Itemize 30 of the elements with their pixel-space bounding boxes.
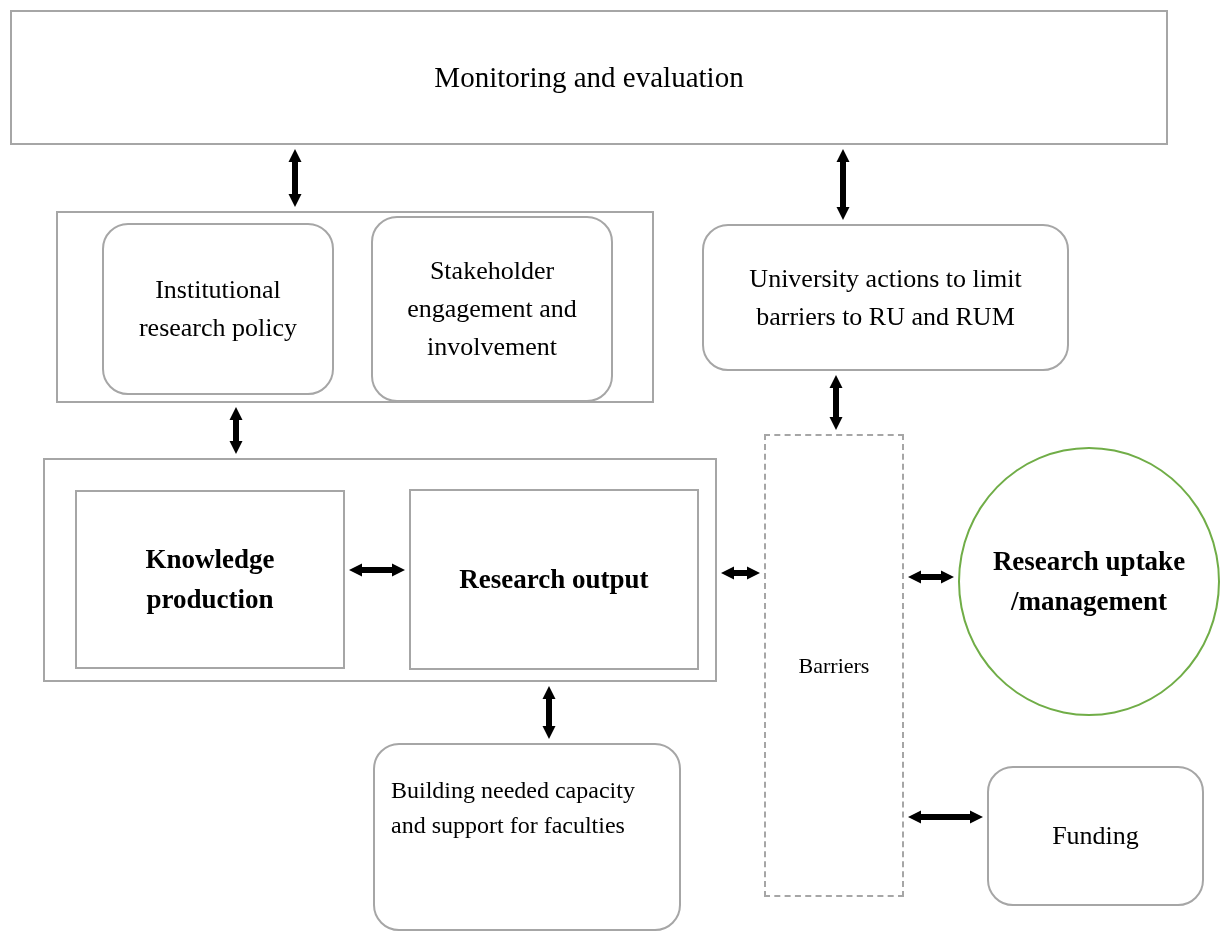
- title-box: [10, 10, 1168, 145]
- double-arrow: [908, 810, 983, 824]
- process-box: [409, 489, 699, 670]
- process-box: [373, 743, 681, 931]
- node-label: Research uptake /management: [991, 545, 1187, 618]
- node-label: Institutional research policy: [137, 274, 299, 344]
- barrier-box: [764, 434, 904, 897]
- group-box: [56, 211, 654, 403]
- node-label: Building needed capacity and support for faculties: [391, 776, 636, 840]
- double-arrow: [288, 149, 302, 207]
- node-label: Monitoring and evaluation: [434, 60, 744, 96]
- double-arrow: [836, 149, 850, 220]
- double-arrow: [542, 686, 556, 739]
- double-arrow: [349, 563, 405, 577]
- process-box: [987, 766, 1204, 906]
- node-label: Research output: [459, 562, 649, 596]
- double-arrow: [829, 375, 843, 430]
- double-arrow: [908, 570, 954, 584]
- double-arrow: [229, 407, 243, 454]
- node-label: Knowledge production: [144, 543, 276, 616]
- process-box: [75, 490, 345, 669]
- process-box: [702, 224, 1069, 371]
- group-box: [43, 458, 717, 682]
- node-label: Stakeholder engagement and involvement: [406, 255, 578, 363]
- process-box: [102, 223, 334, 395]
- double-arrow: [721, 566, 760, 580]
- node-label: Barriers: [798, 651, 870, 680]
- node-label: Funding: [1052, 820, 1139, 853]
- process-box: [371, 216, 613, 402]
- node-label: University actions to limit barriers to RU and RUM: [748, 262, 1023, 333]
